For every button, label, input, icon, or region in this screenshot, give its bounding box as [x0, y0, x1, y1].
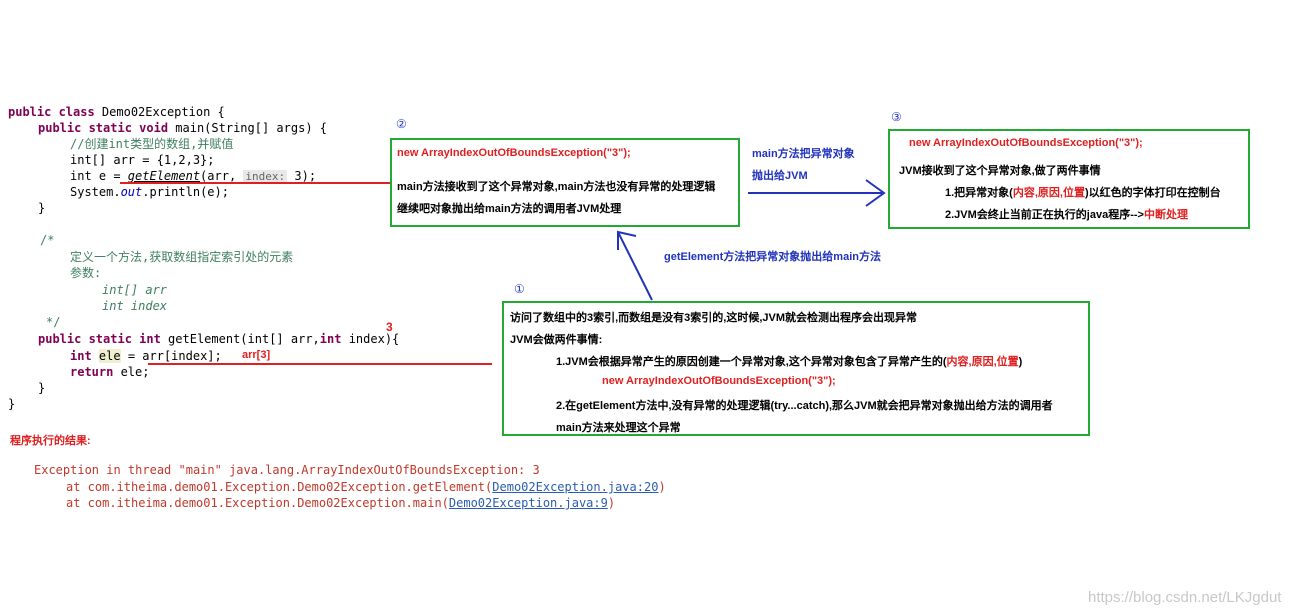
- code-line-close-class: }: [8, 397, 16, 411]
- box3-line3: 2.JVM会终止当前正在执行的java程序-->中断处理: [945, 209, 1188, 221]
- box1-line6: main方法来处理这个异常: [556, 422, 681, 434]
- code-line-getelement-decl: public static int getElement(int[] arr,i…: [38, 332, 400, 346]
- code-line-array: int[] arr = {1,2,3};: [70, 153, 215, 167]
- box3-exception: new ArrayIndexOutOfBoundsException("3");: [909, 137, 1143, 149]
- arr-index-annotation: arr[3]: [242, 349, 271, 361]
- box1-line1: 访问了数组中的3索引,而数组是没有3索引的,这时候,JVM就会检测出程序会出现异…: [510, 312, 918, 324]
- arrow-up-line: [617, 231, 653, 301]
- code-comment-arr: int[] arr: [102, 283, 168, 297]
- code-line-println: System.out.println(e);: [70, 185, 229, 199]
- code-comment-index: int index: [102, 299, 168, 313]
- code-comment-close: */: [46, 315, 61, 329]
- box2-line1: main方法接收到了这个异常对象,main方法也没有异常的处理逻辑: [397, 181, 716, 193]
- code-comment-params: 参数:: [70, 266, 102, 280]
- code-line-comment: //创建int类型的数组,并赋值: [70, 137, 234, 151]
- result-label: 程序执行的结果:: [10, 435, 91, 447]
- box2-exception: new ArrayIndexOutOfBoundsException("3");: [397, 147, 631, 159]
- box-getelement: 访问了数组中的3索引,而数组是没有3索引的,这时候,JVM就会检测出程序会出现异…: [502, 301, 1090, 436]
- arrow-label-getelement: getElement方法把异常对象抛出给main方法: [664, 251, 881, 263]
- box-jvm: new ArrayIndexOutOfBoundsException("3");…: [888, 129, 1250, 229]
- code-line-close-method: }: [38, 381, 46, 395]
- stacktrace-link-main[interactable]: Demo02Exception.java:9: [448, 496, 608, 510]
- arrow-label-main-l2: 抛出给JVM: [752, 170, 808, 182]
- step-2-marker: ②: [396, 117, 407, 131]
- box1-line5: 2.在getElement方法中,没有异常的处理逻辑(try...catch),…: [556, 400, 1053, 412]
- code-line-ele: int ele = arr[index];: [70, 349, 222, 363]
- stacktrace-link-getelement[interactable]: Demo02Exception.java:20: [492, 480, 659, 494]
- box-main-method: new ArrayIndexOutOfBoundsException("3");…: [390, 138, 740, 227]
- stacktrace-line-main: at com.itheima.demo01.Exception.Demo02Ex…: [66, 496, 616, 510]
- stacktrace-line-getelement: at com.itheima.demo01.Exception.Demo02Ex…: [66, 480, 666, 494]
- code-comment-open: /*: [40, 233, 55, 247]
- box2-line2: 继续吧对象抛出给main方法的调用者JVM处理: [397, 203, 622, 215]
- arrow-label-main-l1: main方法把异常对象: [752, 148, 855, 160]
- watermark: https://blog.csdn.net/LKJgdut: [1088, 589, 1282, 606]
- code-comment-desc: 定义一个方法,获取数组指定索引处的元素: [70, 250, 294, 264]
- code-line-return: return ele;: [70, 365, 150, 379]
- box1-line2: JVM会做两件事情:: [510, 334, 603, 346]
- code-line-main-decl: public static void main(String[] args) {: [38, 121, 327, 135]
- exception-line: Exception in thread "main" java.lang.Arr…: [34, 463, 540, 477]
- box3-line2: 1.把异常对象(内容,原因,位置)以红色的字体打印在控制台: [945, 187, 1221, 199]
- code-line-call: int e = getElement(arr, index: 3);: [70, 169, 317, 183]
- box3-line1: JVM接收到了这个异常对象,做了两件事情: [899, 165, 1101, 177]
- arrow-right-head: [865, 179, 886, 207]
- step-3-marker: ③: [891, 110, 902, 124]
- code-line-class: public class Demo02Exception {: [8, 105, 225, 119]
- box1-exception: new ArrayIndexOutOfBoundsException("3");: [602, 375, 836, 387]
- code-line-close-main: }: [38, 201, 46, 215]
- param-hint: index:: [243, 170, 288, 183]
- arrow-up-head: [617, 230, 637, 250]
- box1-line3: 1.JVM会根据异常产生的原因创建一个异常对象,这个异常对象包含了异常产生的(内…: [556, 356, 1023, 368]
- step-1-marker: ①: [514, 282, 525, 296]
- index-value-annotation: 3: [386, 320, 393, 334]
